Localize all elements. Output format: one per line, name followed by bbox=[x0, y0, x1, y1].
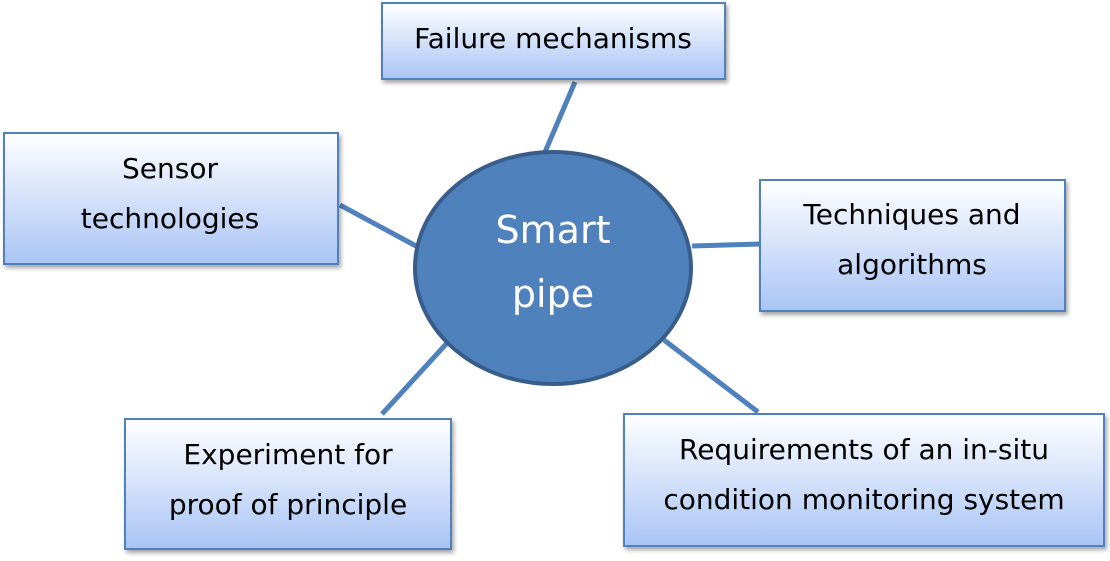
node-failure-mechanisms bbox=[381, 2, 726, 80]
node-requirements-monitoring bbox=[623, 413, 1105, 547]
connector-requirements bbox=[662, 338, 760, 414]
node-box bbox=[124, 418, 452, 550]
node-box bbox=[3, 132, 339, 265]
center-node-smart-pipe bbox=[413, 150, 693, 386]
node-techniques-label-line1: Techniques and bbox=[802, 198, 1020, 231]
node-box bbox=[759, 179, 1066, 312]
node-box bbox=[381, 2, 726, 80]
node-techniques-algorithms bbox=[759, 179, 1066, 312]
node-box bbox=[623, 413, 1105, 547]
node-experiment-label-line1: Experiment for bbox=[183, 438, 393, 471]
connector-experiment bbox=[380, 340, 450, 416]
node-sensor-label-line1: Sensor bbox=[122, 152, 218, 185]
node-experiment-proof bbox=[124, 418, 452, 550]
connector-techniques bbox=[691, 241, 761, 249]
node-requirements-label-line1: Requirements of an in-situ bbox=[679, 433, 1049, 466]
node-experiment-label-line2: proof of principle bbox=[169, 488, 407, 521]
node-sensor-label-line2: technologies bbox=[81, 202, 260, 235]
node-requirements-label-line2: condition monitoring system bbox=[663, 483, 1064, 516]
node-sensor-technologies bbox=[3, 132, 339, 265]
connectors bbox=[338, 81, 761, 416]
node-failure-label: Failure mechanisms bbox=[414, 22, 692, 55]
connector-failure bbox=[542, 81, 578, 153]
center-label-line2: pipe bbox=[512, 272, 594, 316]
connector-sensor bbox=[338, 202, 418, 249]
center-label-line1: Smart bbox=[496, 208, 611, 252]
node-techniques-label-line2: algorithms bbox=[837, 248, 987, 281]
center-ellipse bbox=[413, 150, 693, 386]
